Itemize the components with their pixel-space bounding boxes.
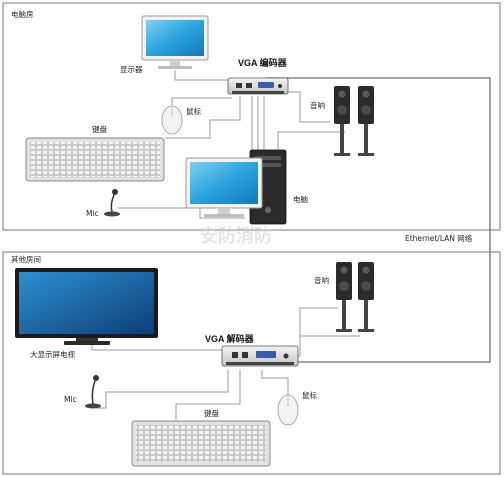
vga-decoder-icon xyxy=(221,345,299,367)
decoder-label: VGA 解码器 xyxy=(205,333,255,344)
keyboard-icon xyxy=(25,137,165,182)
watermark: 安防消防 xyxy=(200,225,272,247)
cable-speaker-decoder xyxy=(298,307,338,357)
mouse-icon xyxy=(161,105,183,135)
bottom-keyboard-label: 键盘 xyxy=(204,408,219,418)
mouse-label: 鼠标 xyxy=(186,106,201,116)
encoder-label: VGA 编码器 xyxy=(238,57,288,68)
room-frame-computer xyxy=(2,2,501,231)
speakers-icon xyxy=(334,86,374,156)
room-label-top: 电脑房 xyxy=(11,9,34,19)
bottom-speakers-icon xyxy=(336,262,374,332)
tv-label: 大显示屏电视 xyxy=(30,349,75,359)
cable-mic-decoder xyxy=(96,370,229,409)
bottom-mouse-icon xyxy=(277,394,299,426)
speakers-label: 音响 xyxy=(310,100,325,110)
room-label-bottom: 其他房间 xyxy=(11,254,41,264)
bottom-mic-label: Mic xyxy=(64,395,77,404)
cable-tv-decoder xyxy=(91,338,222,351)
cable-mouse-decoder xyxy=(261,370,289,398)
pc-monitor-icon xyxy=(185,157,263,217)
cable-keyboard-decoder xyxy=(175,370,241,420)
monitor-label: 显示器 xyxy=(120,65,143,74)
network-cable xyxy=(266,77,491,363)
bottom-speakers-label: 音响 xyxy=(314,275,329,285)
cable-speaker-pc xyxy=(277,131,345,150)
vga-encoder-icon xyxy=(227,77,289,95)
keyboard-label: 键盘 xyxy=(92,124,107,134)
cable-mouse-encoder xyxy=(171,97,232,105)
bottom-keyboard-icon xyxy=(131,420,271,467)
mic-icon xyxy=(104,189,120,217)
network-label: Ethernet/LAN 网络 xyxy=(405,233,473,243)
room-frame-other xyxy=(2,251,501,475)
mic-label: Mic xyxy=(86,209,99,218)
tv-icon xyxy=(15,268,158,345)
monitor-icon xyxy=(141,15,209,69)
cable-mic-pc xyxy=(118,207,245,219)
bottom-mic-icon xyxy=(85,375,101,409)
cable-monitor-encoder xyxy=(174,70,233,88)
bottom-mouse-label: 鼠标 xyxy=(302,390,317,400)
computer-label: 电脑 xyxy=(293,194,308,204)
cable-keyboard-encoder xyxy=(165,96,241,139)
